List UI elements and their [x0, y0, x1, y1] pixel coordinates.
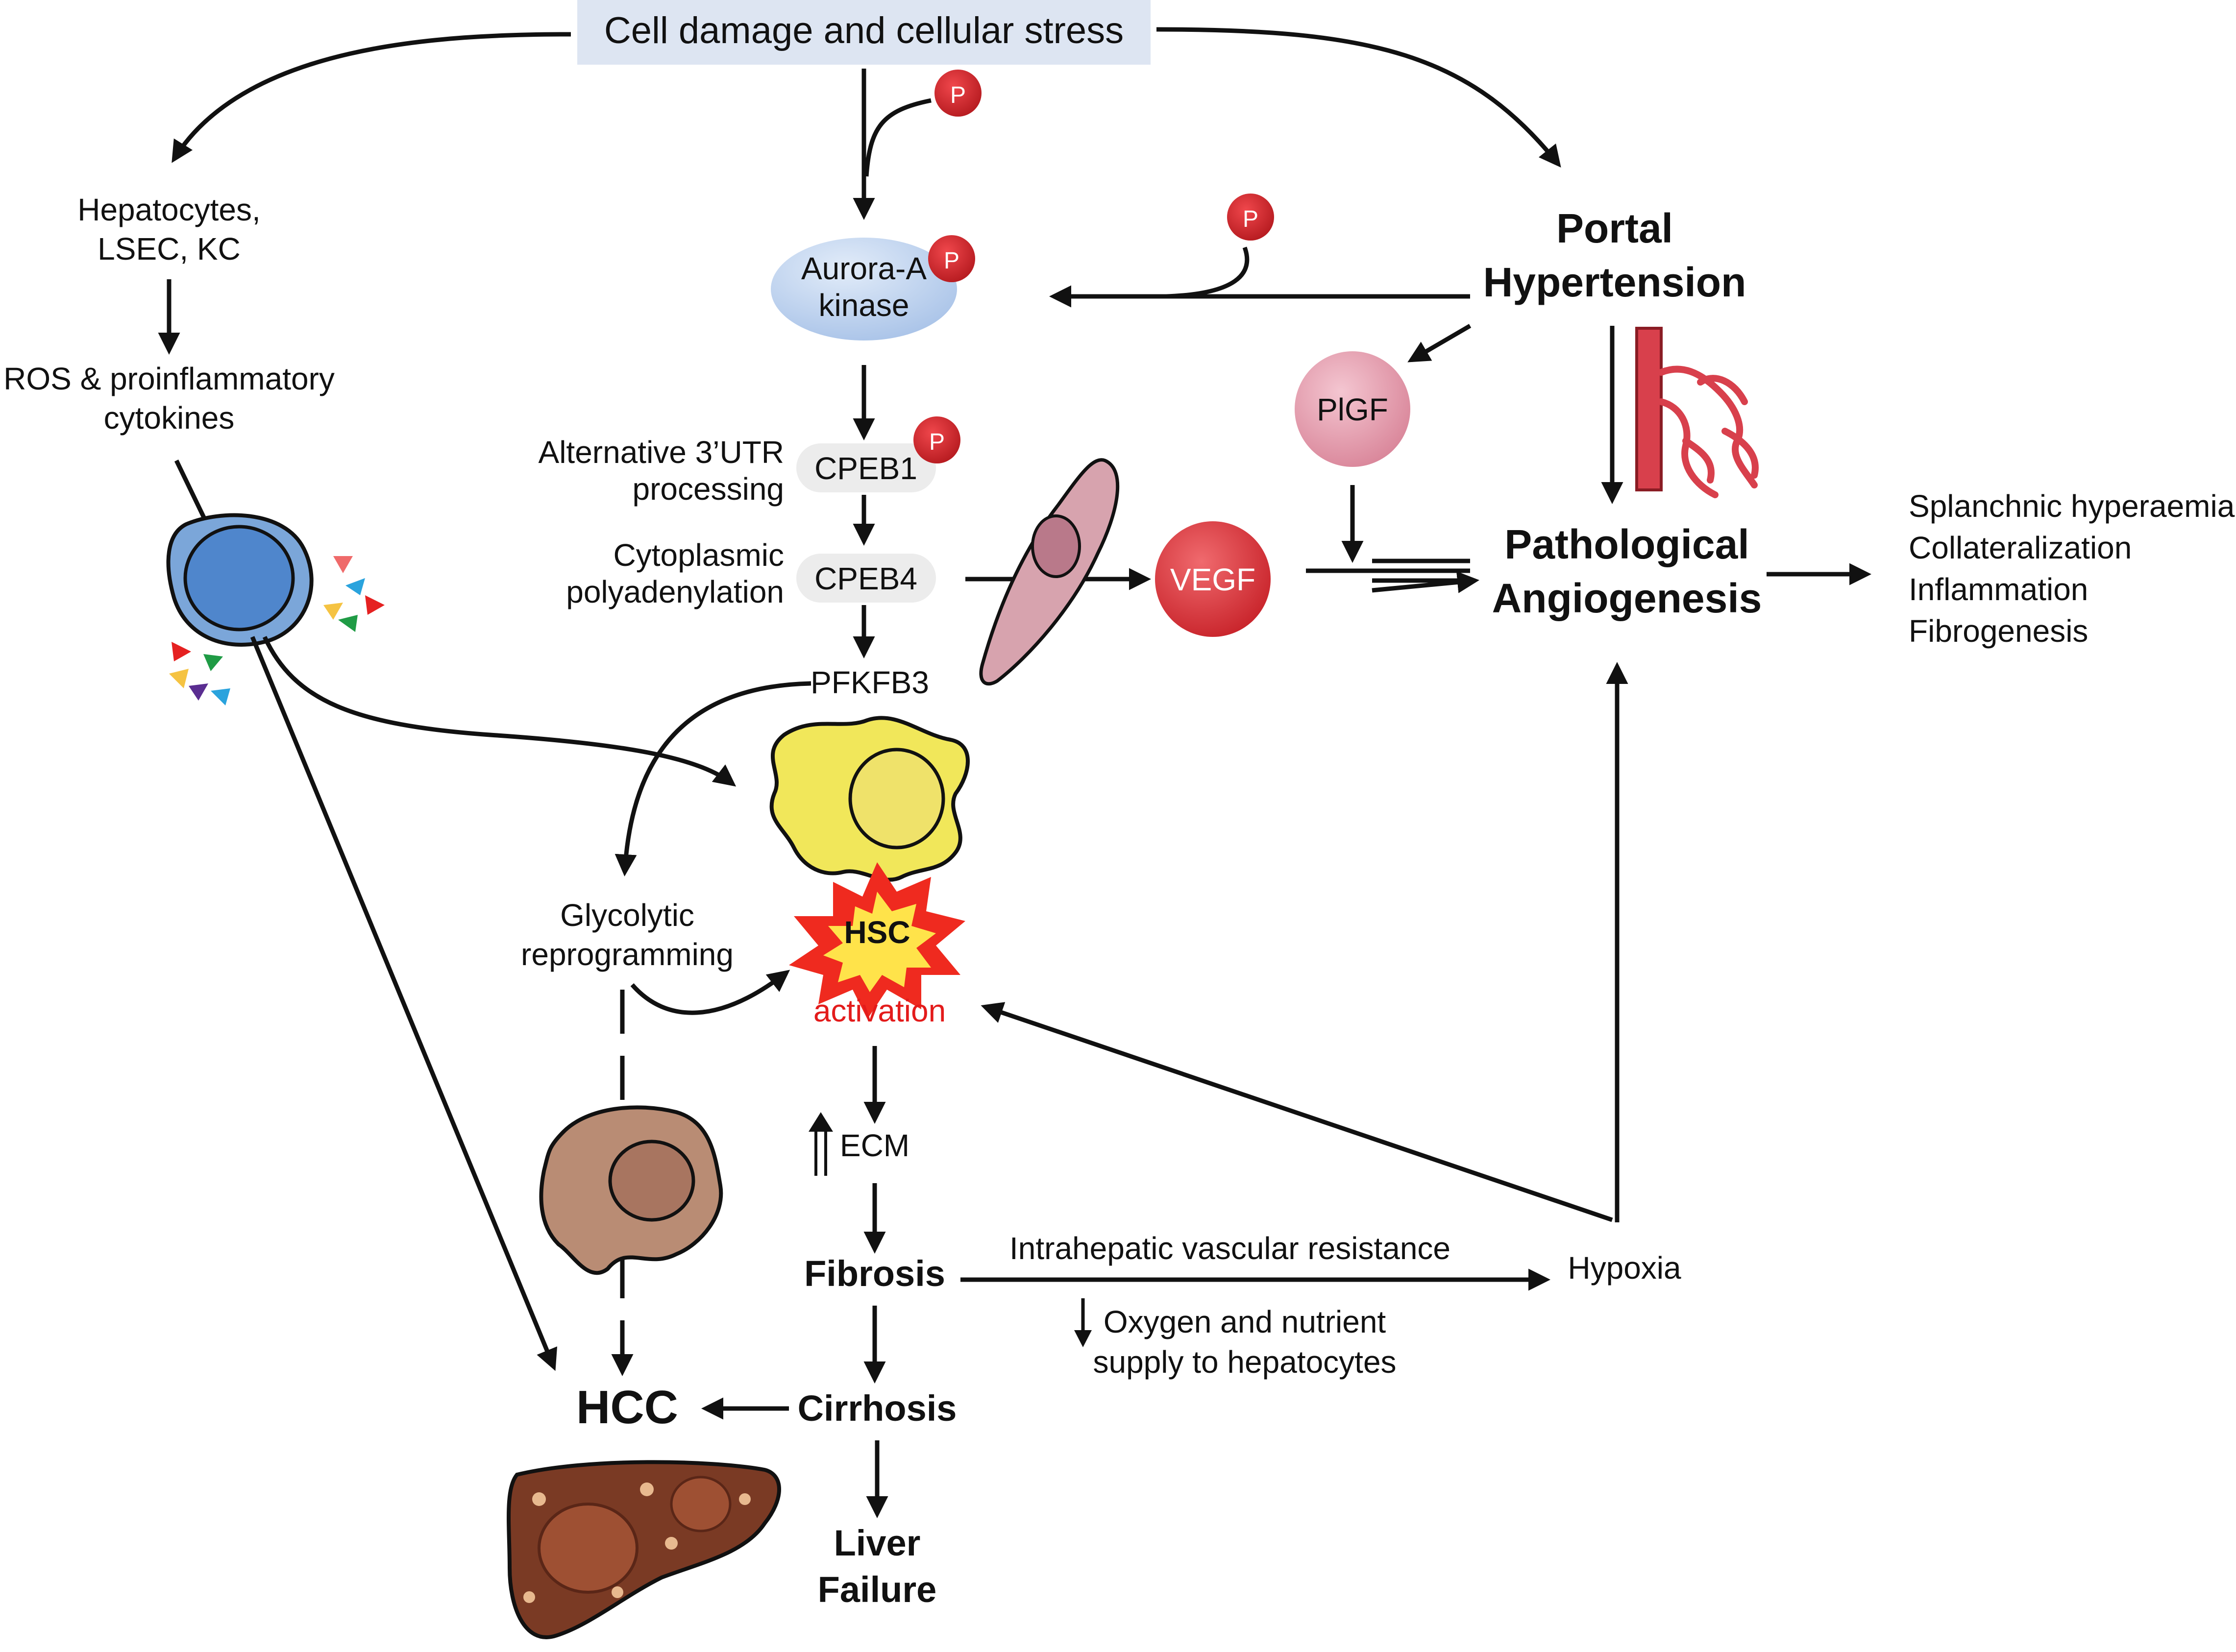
outcome-2: Collateralization: [1909, 530, 2132, 565]
phospho-curve-top: [864, 98, 932, 177]
oxygen-label-2: supply to hepatocytes: [1093, 1344, 1396, 1380]
aurora-label-2: kinase: [819, 288, 909, 323]
cirrhosis-label: Cirrhosis: [798, 1388, 957, 1429]
outcome-4: Fibrogenesis: [1909, 613, 2088, 649]
double-up-arrow-icon: [809, 1112, 833, 1176]
down-arrow-icon: [1074, 1298, 1092, 1347]
tumor-cell-icon: [539, 1105, 723, 1275]
portal-label: Portal: [1556, 205, 1673, 251]
ecm-label: ECM: [840, 1128, 909, 1163]
patho-label: Pathological: [1504, 521, 1749, 567]
plgf-label: PlGF: [1317, 392, 1388, 427]
outcome-1: Splanchnic hyperaemia: [1909, 488, 2235, 524]
ros-label-2: cytokines: [104, 400, 235, 436]
arrow-macrophage-to-hsc: [262, 636, 737, 787]
arrow-portal-to-plgf: [1407, 324, 1472, 363]
arrow-pfkfb3-to-glyco: [614, 681, 811, 876]
svg-text:P: P: [929, 429, 945, 455]
activation-label: activation: [813, 993, 946, 1028]
phospho-curve-portal: [1166, 246, 1250, 299]
blood-vessel-icon: [1635, 327, 1759, 498]
svg-text:P: P: [944, 248, 959, 274]
cytokine-triangles-icon: [169, 556, 385, 705]
arrow-top-to-hepatocytes: [172, 32, 571, 163]
glyco-label-2: reprogramming: [521, 937, 734, 972]
cpeb1-pill: [796, 443, 936, 492]
plgf-node: PlGF: [1295, 351, 1410, 467]
phosphate-icon: P: [1227, 194, 1274, 241]
cpeb4-pill: [796, 554, 936, 603]
oxygen-label: Oxygen and nutrient: [1104, 1304, 1386, 1339]
portal-label-2: Hypertension: [1483, 259, 1746, 305]
top-box: [577, 0, 1151, 65]
arrow-top-to-portal: [1156, 27, 1561, 168]
glyco-label: Glycolytic: [560, 898, 694, 933]
vegf-label: VEGF: [1170, 562, 1255, 597]
hepatocytes-label: Hepatocytes,: [77, 192, 261, 227]
alt-utr-label: Alternative 3’UTR: [539, 435, 785, 470]
fibrosis-label: Fibrosis: [804, 1253, 945, 1294]
stellate-cell-icon: [769, 716, 970, 882]
arrow-vegf-to-angiogenesis: [1306, 559, 1479, 593]
phosphate-icon: P: [934, 70, 982, 117]
hcc-label: HCC: [576, 1381, 678, 1433]
svg-text:P: P: [950, 82, 966, 108]
aurora-kinase-node: Aurora-A kinase: [771, 238, 957, 340]
svg-text:P: P: [1243, 206, 1258, 232]
vegf-node: VEGF: [1155, 521, 1271, 637]
endothelial-cell-icon: [979, 458, 1120, 686]
hsc-label: HSC: [844, 915, 910, 950]
macrophage-cell-icon: [166, 513, 314, 647]
hypoxia-label: Hypoxia: [1568, 1250, 1681, 1286]
phosphate-icon: P: [913, 416, 960, 463]
ivr-label: Intrahepatic vascular resistance: [1009, 1231, 1450, 1266]
hsc-burst: HSC: [789, 862, 965, 1019]
phosphate-icon: P: [928, 235, 975, 282]
cyto-poly-label-2: polyadenylation: [566, 574, 784, 609]
arrow-hypoxia-to-hsc: [981, 1002, 1613, 1222]
cpeb1-label: CPEB1: [814, 451, 917, 486]
arrow-macrophage-to-hcc: [250, 636, 558, 1371]
failure-label-2: Failure: [818, 1569, 937, 1610]
outcome-3: Inflammation: [1909, 572, 2088, 607]
hepatocytes-label-2: LSEC, KC: [98, 231, 241, 267]
top-label: Cell damage and cellular stress: [604, 10, 1124, 51]
arrow-glyco-to-hsc: [630, 970, 790, 1015]
aurora-label: Aurora-A: [801, 251, 927, 286]
failure-label: Liver: [834, 1523, 921, 1563]
pfkfb3-label: PFKFB3: [811, 665, 929, 700]
cirrhotic-liver-icon: [507, 1460, 781, 1639]
patho-label-2: Angiogenesis: [1492, 575, 1762, 621]
cpeb4-label: CPEB4: [814, 561, 917, 596]
ros-label: ROS & proinflammatory: [3, 361, 335, 396]
alt-utr-label-2: processing: [633, 471, 785, 507]
cyto-poly-label: Cytoplasmic: [613, 537, 784, 573]
